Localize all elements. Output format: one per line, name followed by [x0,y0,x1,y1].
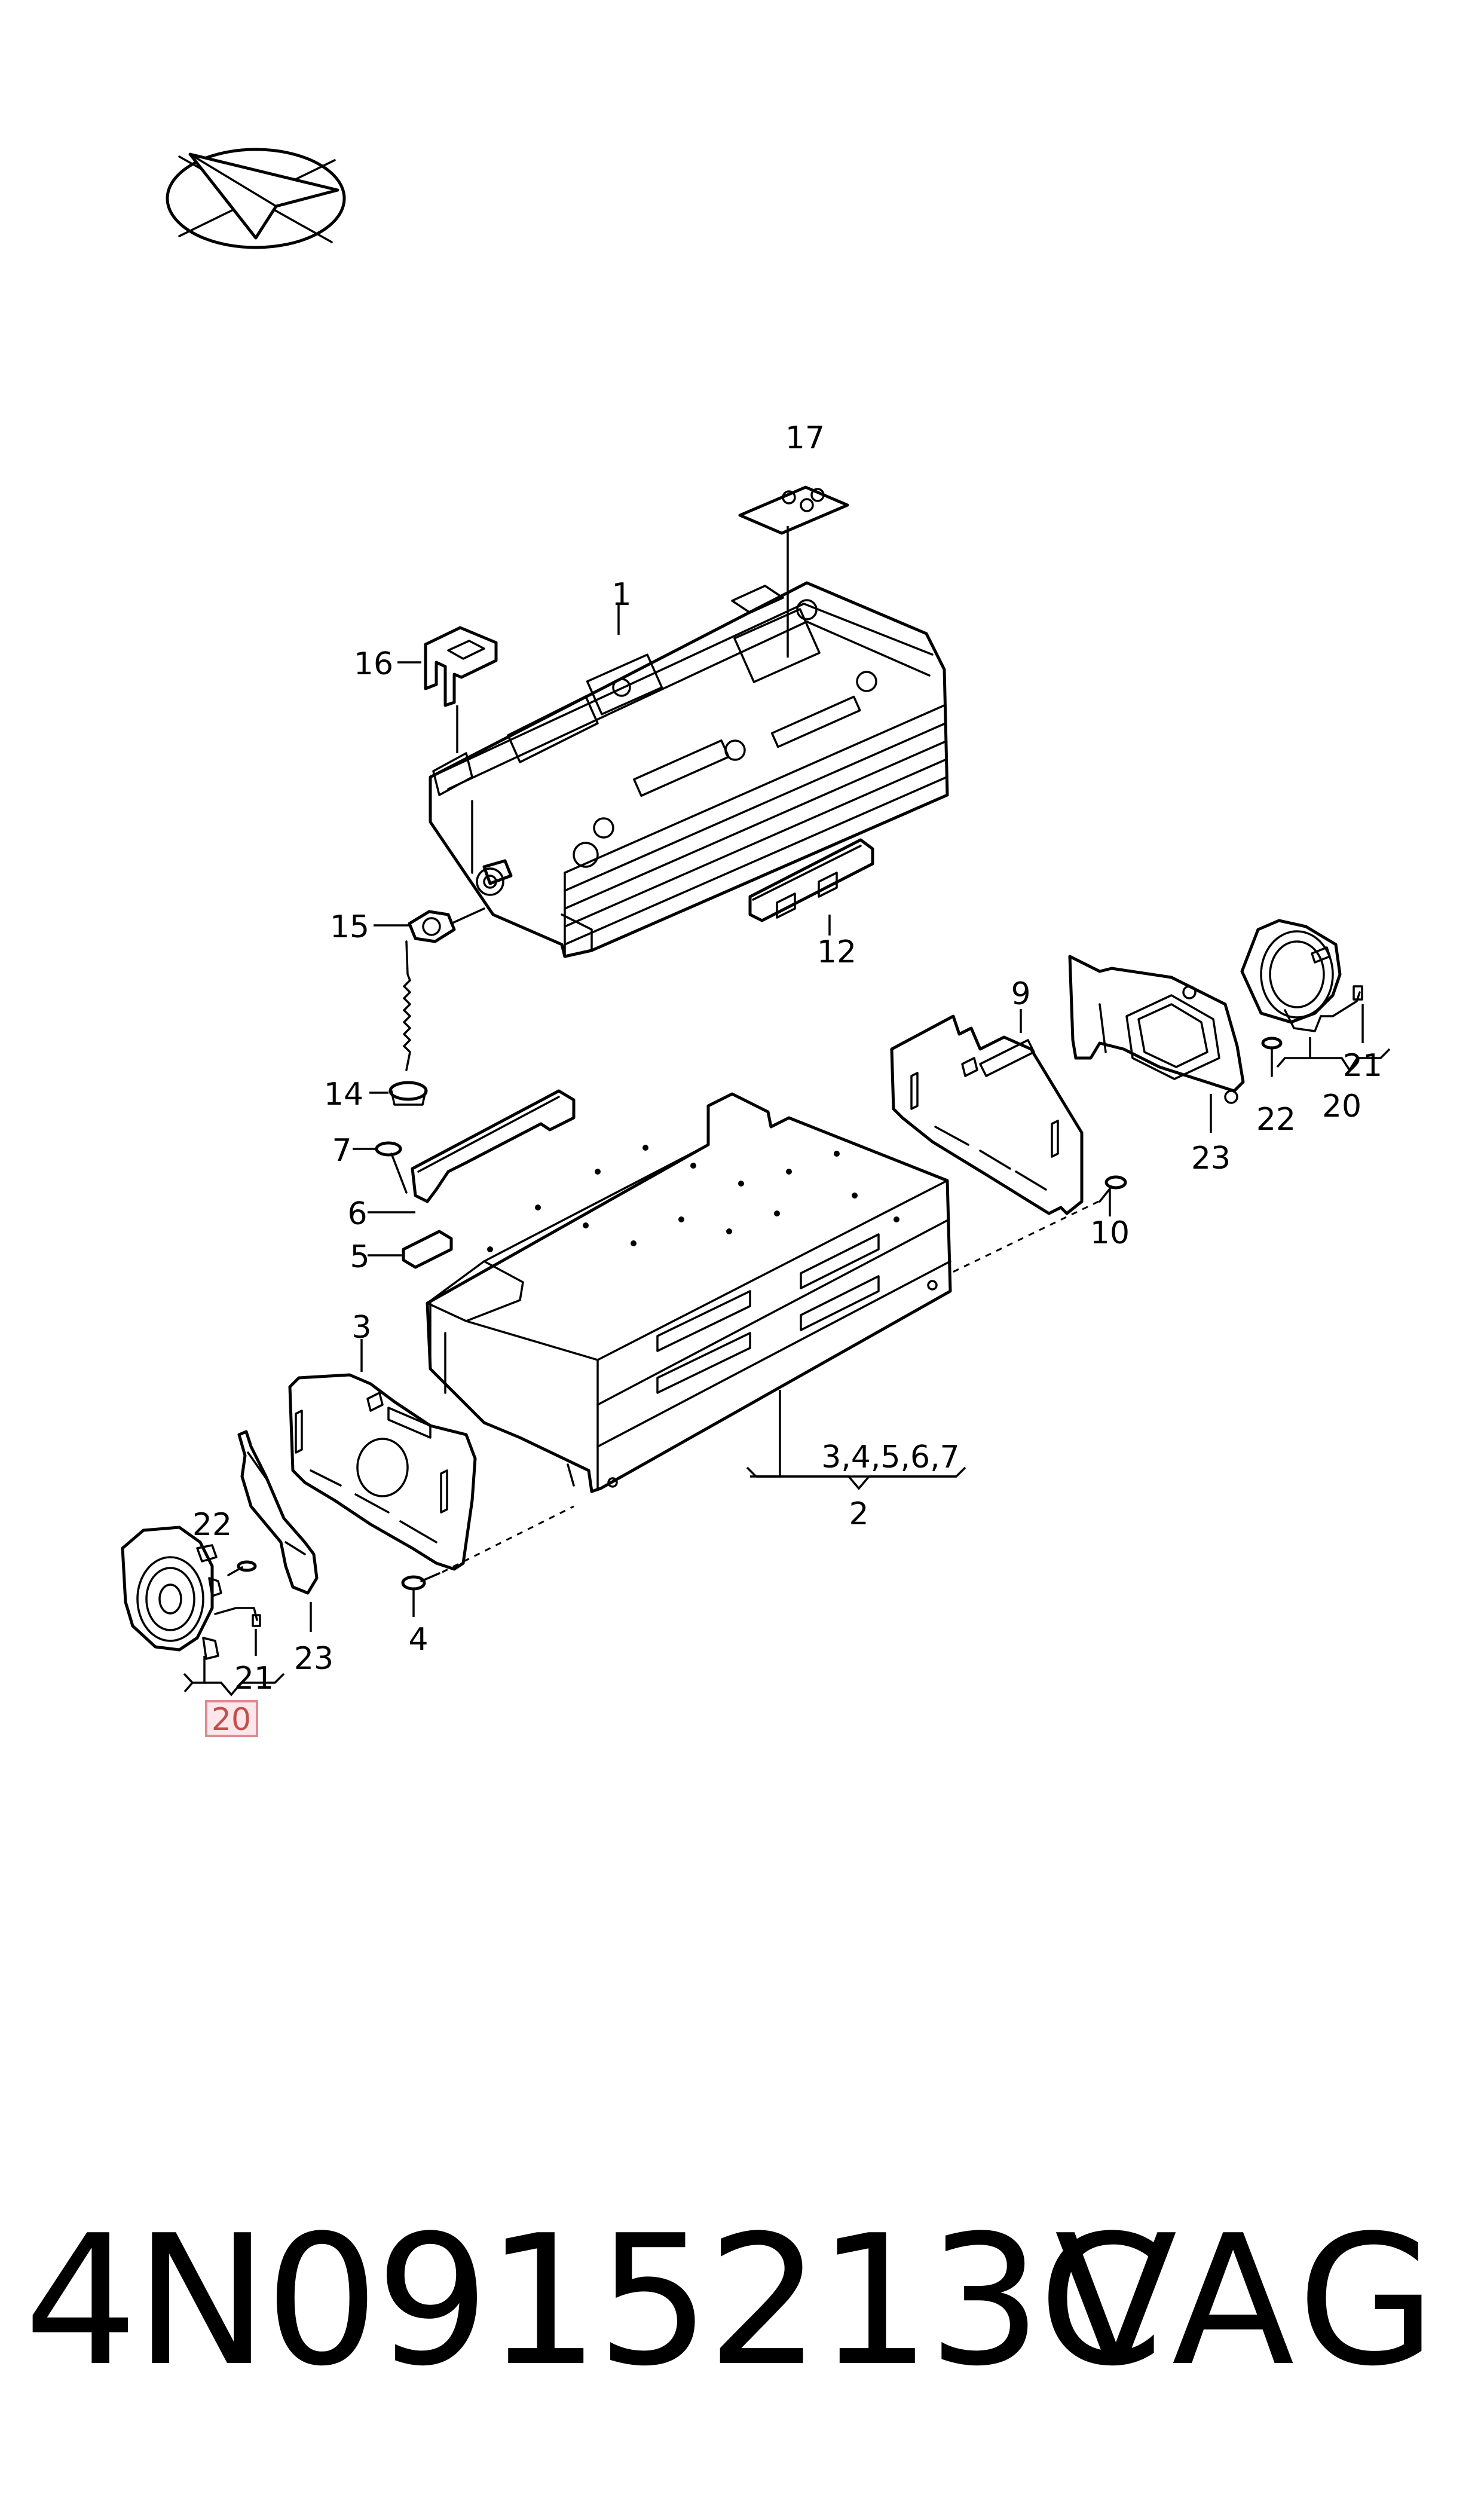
callout-5: 5 [350,1239,369,1275]
callout-2-list: 3,4,5,6,7 [821,1439,960,1475]
part-16-bracket [397,626,498,753]
part-5-spacer [368,1230,453,1269]
callout-1: 1 [611,577,631,613]
callout-14: 14 [324,1077,363,1112]
part-3-side-plate [288,1339,477,1571]
part-15-connector [374,859,513,1071]
callout-23-right: 23 [1191,1141,1231,1176]
callout-20-left: 20 [212,1702,251,1738]
part-20-blower-right [1240,919,1391,1072]
part-6-cover-strip [368,1089,576,1213]
highlighted-callout-20[interactable]: 20 [205,1700,258,1738]
part-23-bracket-right [1068,955,1245,1133]
part-22-screw-right [1261,1037,1283,1077]
callout-9: 9 [1011,976,1030,1012]
callout-12: 12 [817,934,856,970]
paper-plane-in-ellipse-icon [166,148,346,249]
callout-15: 15 [330,909,369,945]
callout-3: 3 [351,1310,371,1346]
callout-4: 4 [408,1622,428,1658]
callout-16: 16 [354,646,393,682]
part-footer: 4N0915213C VAG [0,2176,1484,2427]
callout-22-left: 22 [192,1507,232,1543]
callout-7: 7 [332,1133,351,1169]
callout-23-left: 23 [294,1641,333,1677]
callout-22-right: 22 [1256,1102,1296,1138]
part-2-carrier-frame [426,1092,966,1493]
part-12-bracket [748,838,874,936]
callout-21-right: 21 [1343,1048,1382,1084]
part-9-side-plate [890,1009,1084,1215]
part-22-screw-left [227,1560,257,1576]
callout-6: 6 [347,1196,367,1232]
part-10-screw [950,1175,1127,1274]
callout-17: 17 [785,420,825,456]
part-4-screw [401,1505,574,1617]
part-1-module-housing [429,581,949,958]
brand-name: VAG [1054,2197,1442,2405]
part-7-screw [353,1141,408,1194]
callout-2: 2 [849,1496,868,1532]
callout-10: 10 [1090,1215,1130,1251]
part-number: 4N0915213C [24,2197,1164,2405]
callout-21-left: 21 [234,1661,274,1696]
part-20-blower-left [121,1526,285,1696]
callout-20-right: 20 [1322,1089,1361,1124]
part-14-grommet [369,1081,428,1106]
part-23-bracket-left [237,1430,319,1632]
